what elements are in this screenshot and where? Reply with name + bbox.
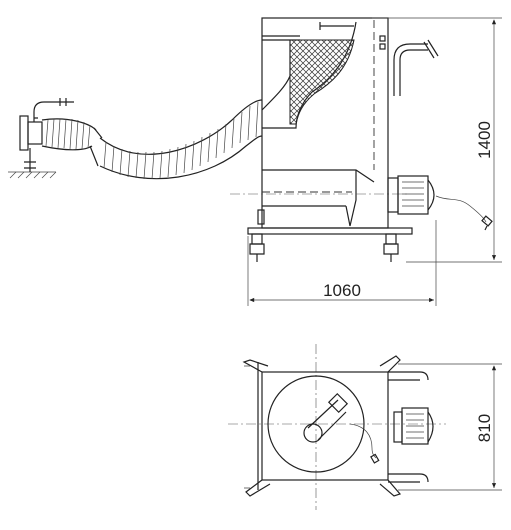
power-plug-icon (481, 215, 493, 231)
cabinet-body (230, 17, 410, 229)
width-dimension-label: 810 (475, 414, 494, 442)
motor (387, 175, 493, 231)
top-view: 810 (228, 344, 502, 510)
inlet-pipe (393, 39, 439, 96)
top-motor (388, 371, 434, 483)
flexible-hose (41, 99, 263, 180)
motor-icon (401, 407, 434, 445)
side-view: 1400 1060 (8, 17, 502, 306)
drum (267, 375, 380, 473)
wheel-icon (249, 233, 265, 262)
top-frame (242, 355, 402, 497)
power-plug-icon (370, 453, 380, 464)
wall-mount (8, 98, 74, 179)
wheel-icon (383, 233, 399, 262)
length-dimension-label: 1060 (323, 281, 361, 300)
base-frame (247, 227, 413, 262)
width-dimension: 810 (398, 363, 502, 491)
height-dimension: 1400 (372, 17, 502, 263)
length-dimension: 1060 (247, 220, 437, 306)
height-dimension-label: 1400 (475, 121, 494, 159)
